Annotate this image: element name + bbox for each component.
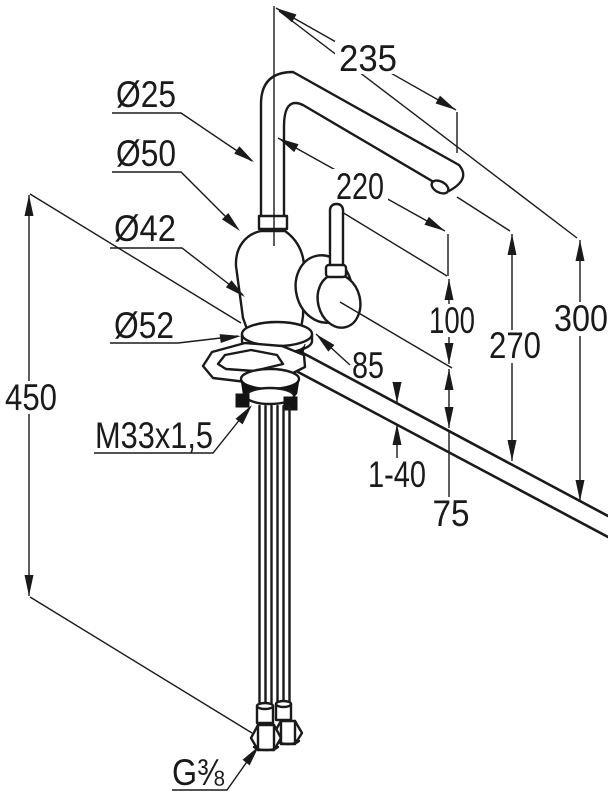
dim-label-300: 300 <box>554 298 608 339</box>
extension-lines <box>29 10 578 734</box>
fixing-tab-left <box>235 393 250 408</box>
faucet-outline <box>201 70 465 752</box>
hose-collar-left-top <box>255 701 275 711</box>
dimension-labels: 235 220 Ø25 Ø50 Ø42 Ø52 450 M33x1,5 85 1… <box>5 38 608 793</box>
dim-label-235: 235 <box>339 38 397 79</box>
mounting-bracket-opening <box>216 348 285 373</box>
lever-socket <box>324 263 348 279</box>
dim-label-1-40: 1-40 <box>368 454 426 495</box>
supply-hoses <box>258 404 291 712</box>
dim-label-450: 450 <box>5 377 57 418</box>
escutcheon-ring <box>240 320 314 348</box>
dim-label-dia42: Ø42 <box>114 208 176 249</box>
dim-label-85: 85 <box>352 345 384 386</box>
dim-label-g38: G⅜ <box>172 752 224 793</box>
dimension-arrows <box>24 4 585 766</box>
label-backplates <box>3 41 608 414</box>
dim-label-dia52: Ø52 <box>114 305 174 346</box>
dimension-lines <box>28 6 581 791</box>
dim-label-dia25: Ø25 <box>116 74 176 115</box>
dim-label-270: 270 <box>489 325 541 366</box>
aerator <box>430 179 450 195</box>
dim-label-dia50: Ø50 <box>116 133 176 174</box>
swivel-collar <box>257 214 289 231</box>
dim-label-75: 75 <box>433 493 470 534</box>
hex-nut-left <box>249 723 283 752</box>
hex-nut-left-facets <box>252 723 280 752</box>
dim-label-m33: M33x1,5 <box>95 415 213 456</box>
dim-label-100: 100 <box>429 300 475 341</box>
spout-tube <box>259 70 465 220</box>
lever-rod <box>328 202 345 276</box>
hose-collar-right-top <box>274 699 293 709</box>
countertop-lines <box>296 350 608 539</box>
dim-label-220: 220 <box>336 166 384 207</box>
mixer-body <box>234 229 306 331</box>
